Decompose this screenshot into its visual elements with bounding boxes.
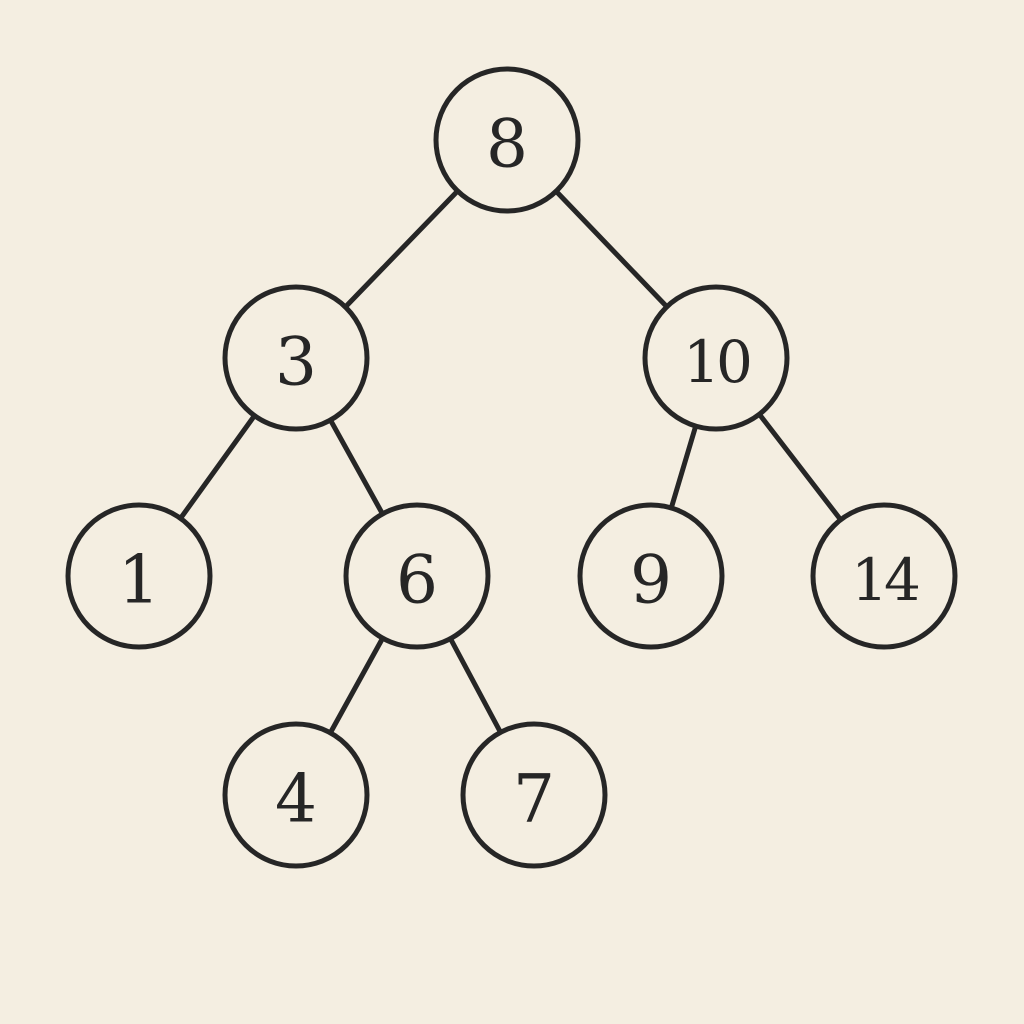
node-circle (222, 721, 370, 869)
node-circle (810, 502, 958, 650)
node-label: 14 (851, 546, 918, 614)
edge-n6-n4 (327, 635, 386, 736)
edge-n3-n6 (327, 417, 386, 517)
tree-node-4: 4 (222, 721, 370, 869)
node-circle (343, 502, 491, 650)
node-circle (577, 502, 725, 650)
node-label: 6 (396, 542, 438, 619)
node-circle (460, 721, 608, 869)
tree-node-7: 7 (460, 721, 608, 869)
tree-node-6: 6 (343, 502, 491, 650)
node-circle (433, 66, 581, 214)
node-label: 10 (683, 328, 750, 396)
edge-n8-n3 (342, 188, 461, 310)
tree-node-8: 8 (433, 66, 581, 214)
node-label: 9 (630, 542, 672, 619)
tree-node-1: 1 (65, 502, 213, 650)
node-circle (222, 284, 370, 432)
edges-layer (177, 188, 844, 736)
node-circle (65, 502, 213, 650)
tree-node-9: 9 (577, 502, 725, 650)
tree-node-10: 10 (642, 284, 790, 432)
tree-node-14: 14 (810, 502, 958, 650)
edge-n10-n9 (668, 423, 699, 511)
node-circle (642, 284, 790, 432)
edge-n6-n7 (447, 636, 504, 735)
edge-n8-n10 (553, 188, 670, 310)
node-label: 3 (275, 324, 317, 401)
tree-node-3: 3 (222, 284, 370, 432)
nodes-layer: 8 3 10 1 6 9 14 4 7 (65, 66, 958, 869)
node-label: 1 (118, 542, 160, 619)
edge-n3-n1 (177, 413, 258, 521)
node-label: 7 (513, 761, 555, 838)
node-label: 4 (275, 761, 317, 838)
node-label: 8 (486, 106, 528, 183)
edge-n10-n14 (756, 411, 844, 523)
